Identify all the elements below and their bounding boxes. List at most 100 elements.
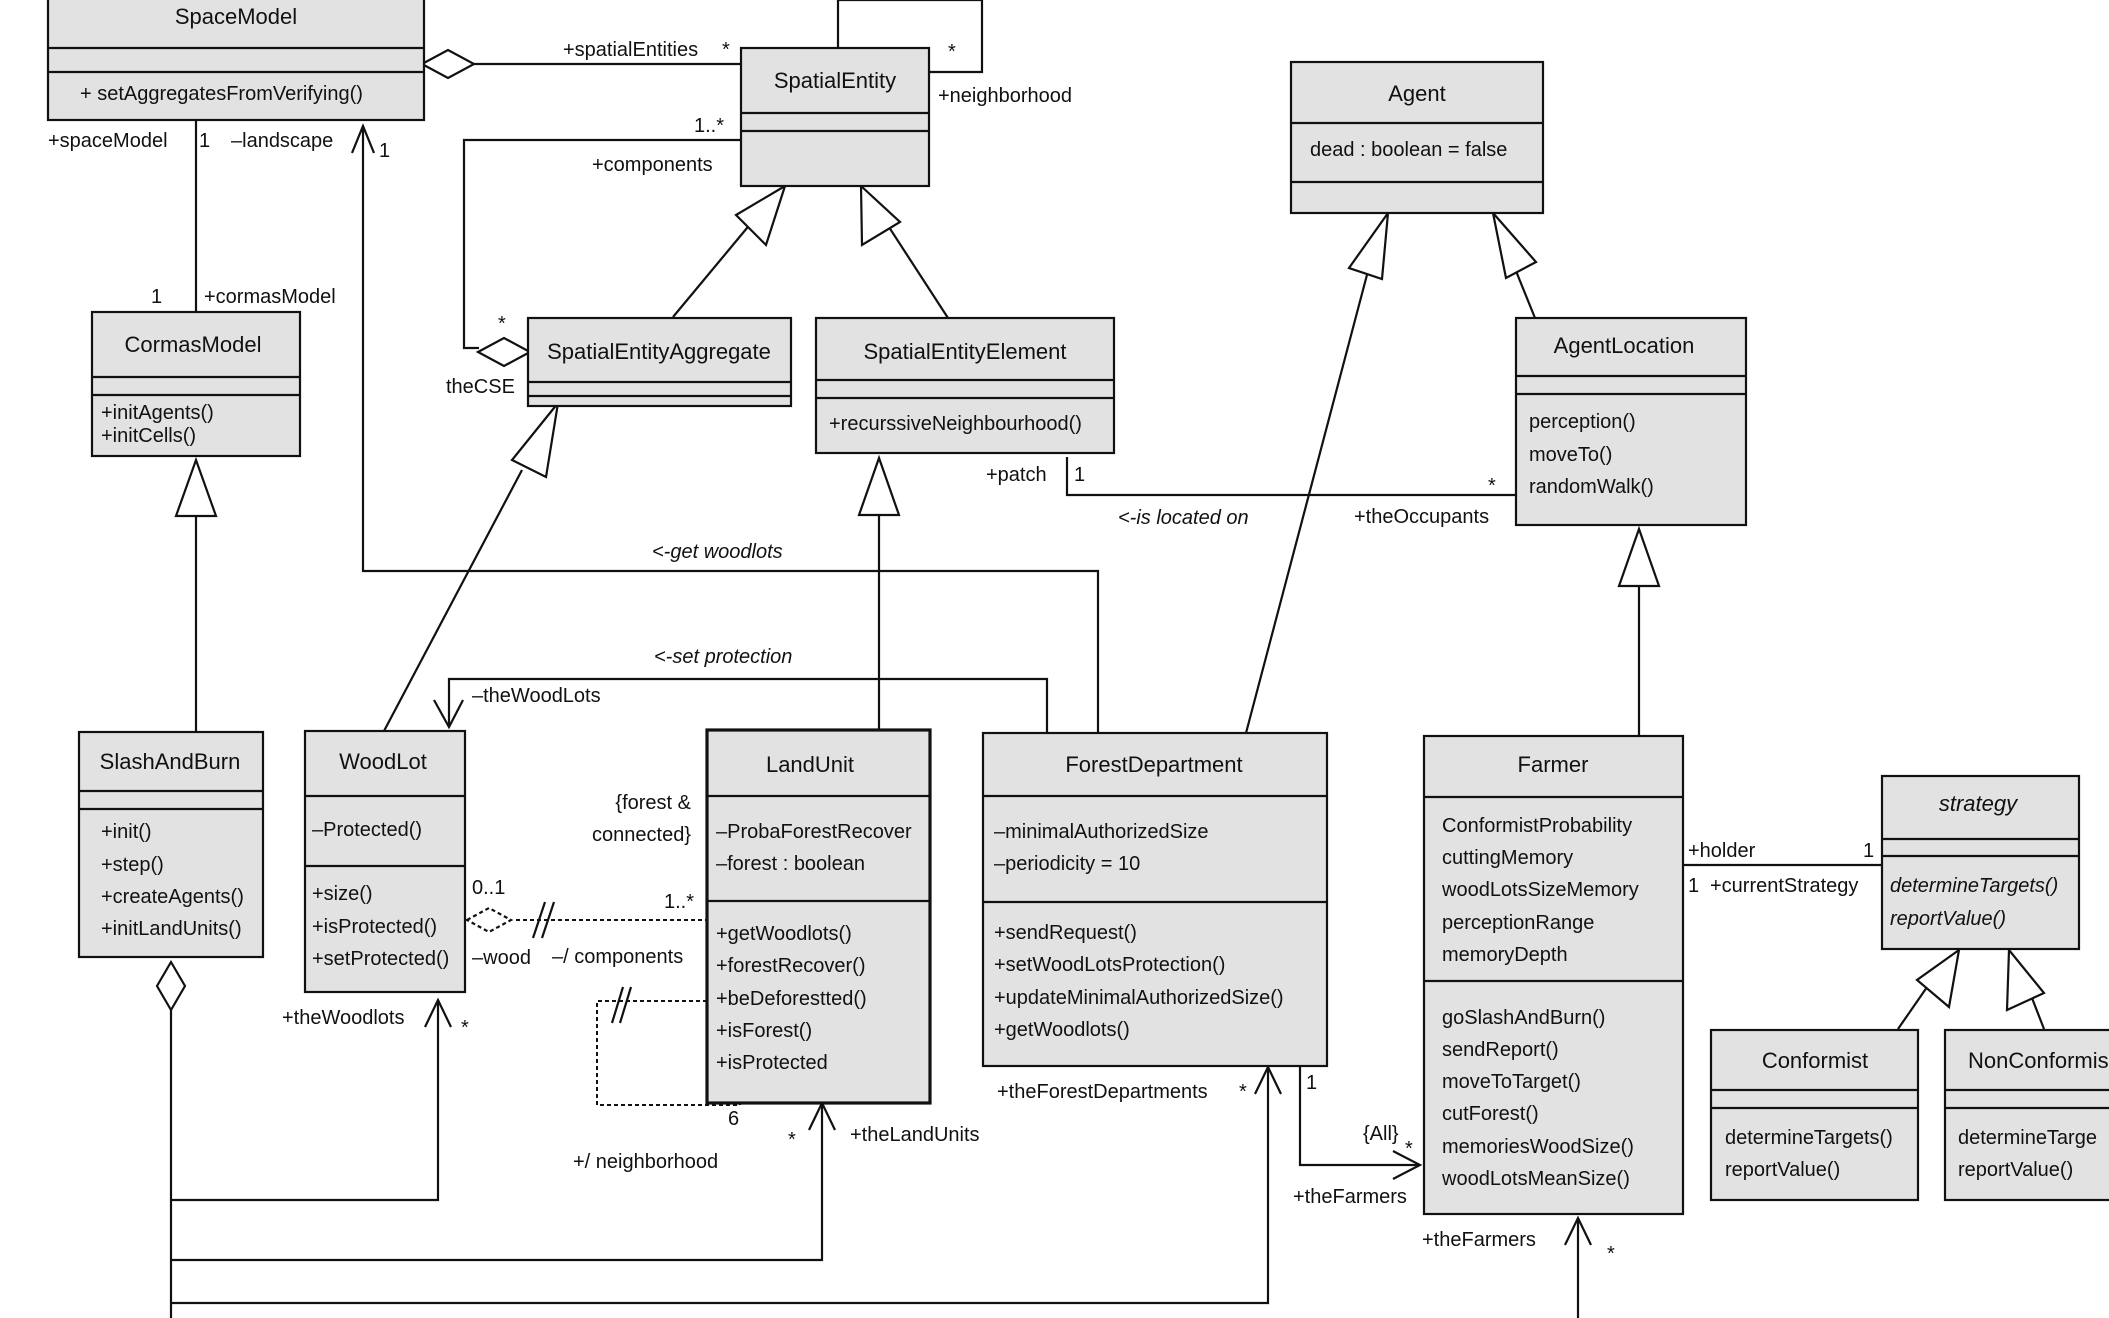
operation: +sendRequest() bbox=[994, 922, 1137, 944]
agent-generalization-triangle-right bbox=[1491, 209, 1538, 280]
role-label: +theOccupants bbox=[1354, 506, 1489, 528]
the-woodlots-bottom-arrowhead bbox=[424, 997, 452, 1028]
operation: +isForest() bbox=[716, 1020, 812, 1042]
class-strategy[interactable]: strategy determineTargets() reportValue(… bbox=[1880, 774, 2081, 951]
role-label: theCSE bbox=[446, 376, 515, 398]
attribute: memoryDepth bbox=[1442, 944, 1568, 966]
strategy-generalization-triangle-right bbox=[2005, 947, 2046, 1012]
role-label: +theWoodlots bbox=[282, 1007, 405, 1029]
attribute: dead : boolean = false bbox=[1310, 139, 1507, 161]
wood-components-break-1 bbox=[531, 901, 547, 939]
class-name: LandUnit bbox=[766, 752, 854, 777]
role-label: +cormasModel bbox=[204, 286, 336, 308]
role-label: –landscape bbox=[231, 130, 333, 152]
operation: sendReport() bbox=[1442, 1039, 1559, 1061]
the-forest-departments-association bbox=[171, 1067, 1270, 1305]
role-label: +holder bbox=[1688, 840, 1756, 862]
multiplicity-label: * bbox=[1488, 475, 1496, 497]
operation: +getWoodlots() bbox=[716, 923, 852, 945]
agent-generalization-triangle-left bbox=[1347, 209, 1390, 281]
the-land-units-association bbox=[171, 1102, 824, 1262]
operation: +initLandUnits() bbox=[101, 918, 242, 940]
role-label: +neighborhood bbox=[938, 85, 1072, 107]
multiplicity-label: * bbox=[461, 1017, 469, 1039]
attribute: perceptionRange bbox=[1442, 912, 1594, 934]
class-name: Farmer bbox=[1518, 752, 1589, 777]
farmers-bottom-arrowhead bbox=[1564, 1215, 1592, 1246]
operation: +isProtected() bbox=[312, 916, 437, 938]
operation: +initAgents() bbox=[101, 402, 214, 424]
the-woodlots-association bbox=[171, 1000, 440, 1202]
operation: +beDeforestted() bbox=[716, 988, 867, 1010]
association-labels: +spatialEntities * * +neighborhood +spac… bbox=[48, 39, 1874, 1265]
relationship-markers bbox=[155, 48, 2046, 1246]
class-name: Conformist bbox=[1762, 1048, 1868, 1073]
class-name: SpatialEntityElement bbox=[864, 339, 1067, 364]
class-agentlocation[interactable]: AgentLocation perception() moveTo() rand… bbox=[1514, 316, 1748, 527]
class-nonconformist[interactable]: NonConformis determineTarge reportValue(… bbox=[1943, 1028, 2109, 1202]
aggregate-generalization bbox=[672, 221, 753, 318]
association-name: <-set protection bbox=[654, 646, 792, 668]
constraint-label: {forest & bbox=[615, 792, 691, 814]
operation: determineTarge bbox=[1958, 1127, 2097, 1149]
role-label: +theFarmers bbox=[1293, 1186, 1407, 1208]
class-woodlot[interactable]: WoodLot –Protected() +size() +isProtecte… bbox=[303, 729, 467, 994]
role-label: +spatialEntities bbox=[563, 39, 698, 61]
components-composition bbox=[462, 138, 741, 350]
operation: determineTargets() bbox=[1890, 875, 2058, 897]
agent-location-generalization bbox=[1514, 270, 1537, 319]
association-name: <-is located on bbox=[1118, 507, 1249, 529]
attribute: –periodicity = 10 bbox=[994, 853, 1140, 875]
operation: perception() bbox=[1529, 411, 1636, 433]
attribute: cuttingMemory bbox=[1442, 847, 1573, 869]
class-landunit[interactable]: LandUnit –ProbaForestRecover –forest : b… bbox=[705, 728, 932, 1105]
multiplicity-label: 1 bbox=[1863, 840, 1874, 862]
forest-department-farmers-association bbox=[1298, 1066, 1420, 1167]
multiplicity-label: 6 bbox=[728, 1108, 739, 1130]
class-conformist[interactable]: Conformist determineTargets() reportValu… bbox=[1709, 1028, 1920, 1202]
operation: memoriesWoodSize() bbox=[1442, 1136, 1634, 1158]
class-forestdepartment[interactable]: ForestDepartment –minimalAuthorizedSize … bbox=[981, 731, 1329, 1068]
attribute: –minimalAuthorizedSize bbox=[994, 821, 1209, 843]
class-farmer[interactable]: Farmer ConformistProbability cuttingMemo… bbox=[1422, 734, 1685, 1216]
constraint-label: {All} bbox=[1363, 1123, 1399, 1145]
multiplicity-label: 1 bbox=[151, 286, 162, 308]
attribute: –Protected() bbox=[312, 819, 422, 841]
slash-and-burn-composition-diamond bbox=[155, 959, 187, 1013]
class-spatialentityaggregate[interactable]: SpatialEntityAggregate bbox=[526, 316, 793, 408]
class-spacemodel[interactable]: SpaceModel + setAggregatesFromVerifying(… bbox=[46, 0, 426, 122]
multiplicity-label: 1 bbox=[1306, 1072, 1317, 1094]
class-agent[interactable]: Agent dead : boolean = false bbox=[1289, 60, 1545, 215]
set-protection-association bbox=[447, 677, 1049, 733]
class-name: SpatialEntity bbox=[774, 68, 896, 93]
operation: cutForest() bbox=[1442, 1103, 1539, 1125]
class-name: ForestDepartment bbox=[1065, 752, 1242, 777]
class-spatialentityelement[interactable]: SpatialEntityElement +recurssiveNeighbou… bbox=[814, 316, 1116, 455]
constraint-label: connected} bbox=[592, 824, 691, 846]
multiplicity-label: * bbox=[788, 1129, 796, 1151]
operation: + setAggregatesFromVerifying() bbox=[80, 83, 363, 105]
relationships bbox=[169, 0, 2046, 1318]
class-name: Agent bbox=[1388, 81, 1446, 106]
multiplicity-label: * bbox=[1405, 1138, 1413, 1160]
operation: +recurssiveNeighbourhood() bbox=[829, 413, 1082, 435]
class-spatialentity[interactable]: SpatialEntity bbox=[739, 46, 931, 188]
woodlot-wood-hollow-diamond bbox=[464, 906, 514, 934]
attribute: –forest : boolean bbox=[716, 853, 865, 875]
operation: determineTargets() bbox=[1725, 1127, 1893, 1149]
class-cormasmodel[interactable]: CormasModel +initAgents() +initCells() bbox=[90, 310, 302, 458]
class-name: NonConformis bbox=[1968, 1048, 2109, 1073]
operation: +setProtected() bbox=[312, 948, 449, 970]
operation: reportValue() bbox=[1958, 1159, 2073, 1181]
cormas-generalization-triangle bbox=[174, 456, 218, 518]
multiplicity-label: 1 bbox=[1074, 464, 1085, 486]
operation: moveTo() bbox=[1529, 444, 1612, 466]
class-slashandburn[interactable]: SlashAndBurn +init() +step() +createAgen… bbox=[77, 730, 265, 959]
forest-department-generalization bbox=[1244, 270, 1370, 734]
multiplicity-label: 0..1 bbox=[472, 877, 505, 899]
aggregate-generalization-triangle bbox=[510, 399, 560, 479]
role-label: +/ neighborhood bbox=[573, 1151, 718, 1173]
role-label: +components bbox=[592, 154, 713, 176]
attribute: –ProbaForestRecover bbox=[716, 821, 912, 843]
